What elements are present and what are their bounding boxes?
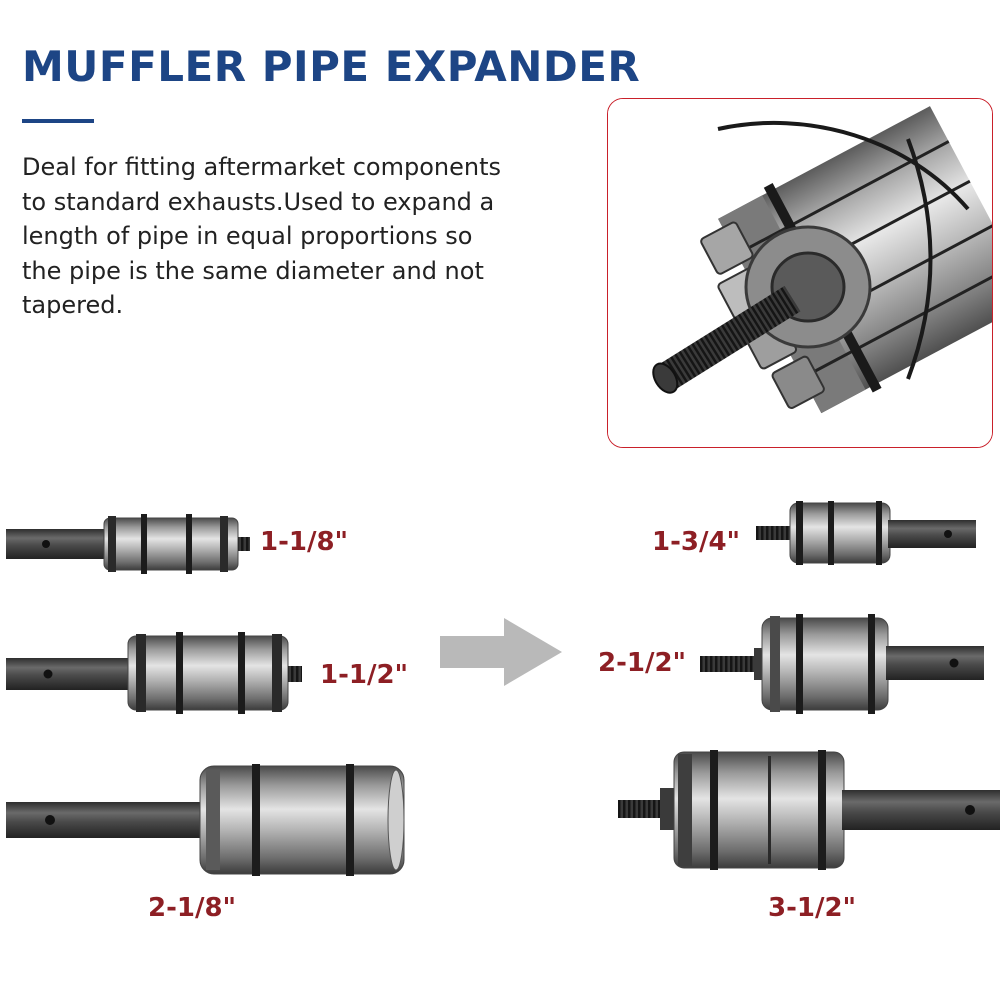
expander-tool-3-1-2 [618, 748, 1000, 872]
expander-tool-2-1-8 [6, 760, 406, 880]
size-label-3-1-2: 3-1/2" [768, 893, 857, 923]
expander-closeup-image [608, 99, 992, 447]
expander-tool-2-1-2 [700, 612, 984, 716]
size-label-1-1-2: 1-1/2" [320, 660, 409, 690]
size-label-1-1-8: 1-1/8" [260, 527, 349, 557]
size-label-2-1-2: 2-1/2" [598, 648, 687, 678]
title-underline [22, 119, 94, 123]
expander-tool-1-3-4 [756, 498, 976, 568]
size-label-1-3-4: 1-3/4" [652, 527, 741, 557]
expander-tool-1-1-2 [6, 630, 302, 716]
size-label-2-1-8: 2-1/8" [148, 893, 237, 923]
page-title: MUFFLER PIPE EXPANDER [22, 42, 641, 91]
product-description: Deal for fitting aftermarket components … [22, 153, 501, 319]
closeup-photo-frame [607, 98, 993, 448]
expander-tool-1-1-8 [6, 510, 250, 578]
expand-arrow-icon [440, 618, 562, 691]
